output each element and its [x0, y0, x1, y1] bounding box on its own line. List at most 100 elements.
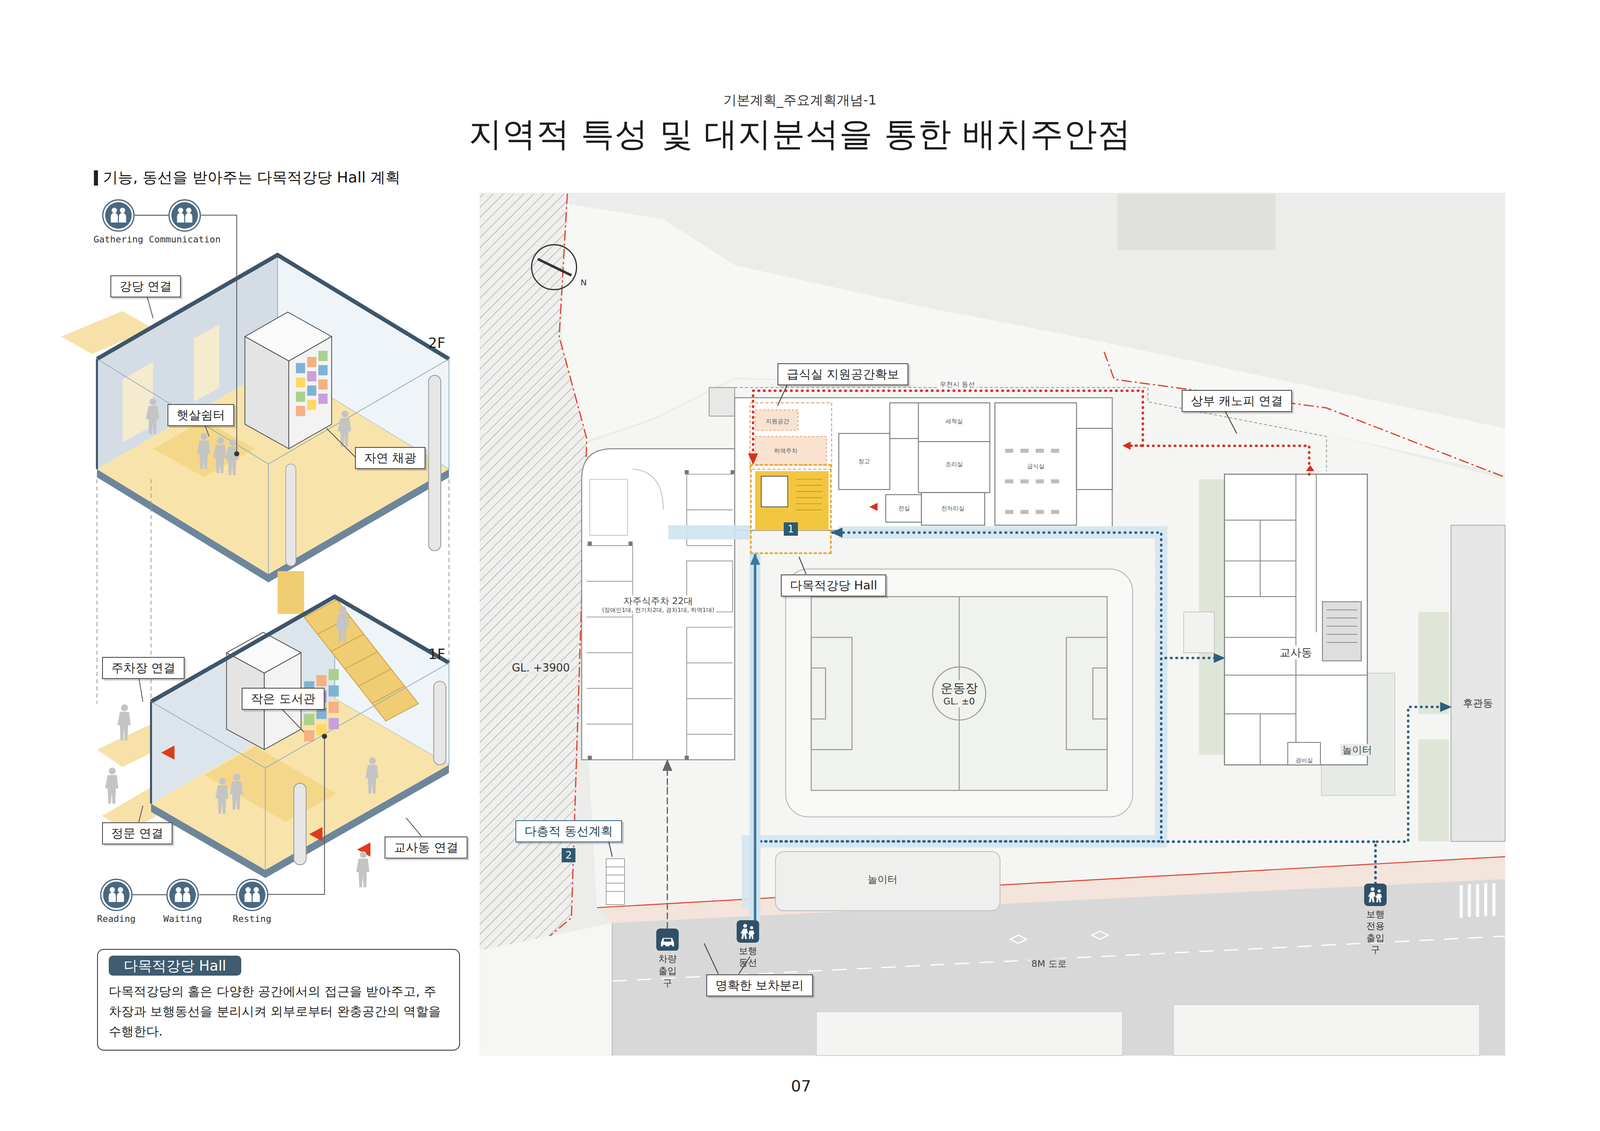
activity-icon: Communication: [168, 199, 201, 232]
info-box: 다목적강당 Hall 다목적강당의 홀은 다양한 공간에서의 접근을 받아주고, …: [97, 949, 461, 1051]
site-map: [811, 637, 853, 750]
axonometric-hall: [150, 662, 449, 768]
info-heading: 다목적강당 Hall: [108, 955, 242, 976]
axonometric-hall: [318, 379, 328, 390]
site-map: [1183, 612, 1215, 653]
icon-graphic: [102, 199, 135, 231]
label: 경비실: [1293, 756, 1315, 764]
callout-box: 햇살쉼터: [167, 404, 235, 427]
site-map: [537, 259, 572, 276]
icon-label: Resting: [232, 913, 272, 925]
axonometric-hall: [328, 685, 339, 697]
connector: [1161, 658, 1376, 884]
entrance-marker: 보행전용 출입구: [1364, 883, 1387, 907]
axonometric-hall: [328, 701, 339, 713]
site-map: [750, 402, 832, 470]
site-map: [1450, 525, 1505, 842]
area-label: GL. ±0: [941, 695, 978, 708]
site-map: [1020, 479, 1029, 484]
map-area: 운동장GL. ±0: [811, 597, 1108, 791]
site-map: [1005, 448, 1060, 515]
axonometric-hall: [433, 681, 446, 765]
map-area: 자주식주차 22대(장애인1대, 전기차2대, 경차1대, 하역1대): [581, 449, 735, 761]
site-map: [838, 402, 1113, 526]
callout-leader: [138, 215, 422, 895]
connector: [666, 760, 668, 929]
callout-text: 다목적강당 Hall: [790, 577, 878, 594]
icon-graphic: [184, 887, 190, 893]
axonometric-hall: [105, 767, 119, 804]
icon-graphic: [108, 892, 125, 903]
site-map: [597, 856, 1506, 908]
axonometric-hall: [295, 377, 305, 388]
callout-text: 햇살쉼터: [176, 407, 225, 424]
axonometric-hall: [337, 410, 352, 448]
site-map: [1076, 428, 1113, 490]
callout-leader: [799, 557, 807, 575]
info-body: 다목적강당의 홀은 다양한 공간에서의 접근을 받아주고, 주차장과 보행동선을…: [108, 981, 449, 1042]
connector: [752, 390, 1310, 475]
axonometric-hall: [245, 336, 289, 449]
site-map: [1050, 479, 1060, 484]
site-map: [479, 923, 613, 1056]
label: 2F: [428, 334, 446, 352]
site-map: [1050, 448, 1060, 453]
site-map: [1005, 448, 1014, 453]
icon-graphic: [102, 199, 135, 232]
label: 창고: [856, 457, 872, 465]
callout-box: 명확한 보차분리: [706, 974, 813, 997]
site-map: [632, 469, 663, 510]
activity-icon: Reading: [100, 878, 133, 912]
axonometric-hall: [309, 827, 323, 842]
site-map: [561, 204, 1505, 475]
site-map: [479, 192, 1505, 1056]
label-wrap: 전실: [896, 504, 912, 512]
entrance-icon: [1377, 889, 1381, 893]
axonometric-hall: [334, 596, 449, 765]
site-map: [606, 858, 625, 905]
callout-box: 다목적강당 Hall: [780, 574, 887, 597]
axonometric-hall: [277, 571, 305, 615]
icon-graphic: [169, 881, 197, 909]
site-map: [1321, 673, 1395, 796]
axonometric-hall: [161, 745, 371, 858]
label: 급식실: [1025, 462, 1047, 470]
icon-graphic: [175, 887, 182, 893]
site-map: [686, 627, 733, 760]
site-map: [1306, 465, 1315, 472]
entrance-label: 보행동선: [736, 945, 760, 970]
axonometric-hall: [245, 312, 332, 362]
axonometric-hall: [288, 336, 332, 449]
site-map: [1050, 510, 1060, 515]
icon-graphic: [171, 202, 198, 229]
entrance-icon: [1364, 883, 1387, 907]
icon-graphic: [186, 207, 192, 213]
axonometric-hall: [285, 464, 296, 567]
icon-graphic: [105, 202, 132, 229]
axonometric-hall: [318, 350, 328, 361]
site-map: [795, 479, 823, 480]
label-wrap: 놀이터: [1340, 744, 1374, 757]
label-wrap: 전처리실: [939, 504, 967, 512]
axonometric-hall: [328, 717, 339, 730]
callout-number: 1: [783, 522, 798, 536]
site-map: [1035, 448, 1045, 453]
area-label: 후관동: [1460, 697, 1495, 710]
axonometric-hall: [295, 405, 305, 416]
label-wrap: 조리실: [943, 460, 965, 468]
icon-graphic: [100, 879, 133, 911]
site-map: [1104, 352, 1505, 478]
site-map: [1122, 441, 1131, 450]
label: GL. +3900: [510, 662, 572, 675]
site-map: [890, 402, 919, 439]
site-map: [1066, 637, 1108, 750]
label-wrap: 급식실: [1025, 462, 1047, 470]
callout-leader: [138, 677, 143, 703]
axonometric-hall: [304, 730, 315, 742]
site-map: [612, 879, 1505, 1056]
label: 8M 도로: [1030, 958, 1069, 970]
axonometric-hall: [97, 479, 450, 705]
icon-graphic: [169, 199, 201, 231]
area-label: 운동장: [938, 680, 980, 697]
